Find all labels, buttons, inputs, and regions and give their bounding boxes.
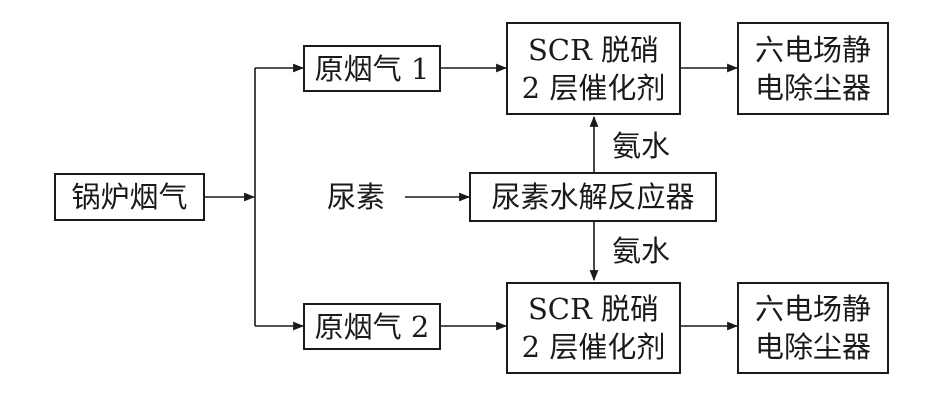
scr-top-box: SCR 脱硝 2 层催化剂	[506, 22, 681, 115]
urea-hydrolysis-reactor-label: 尿素水解反应器	[491, 180, 695, 214]
urea-label: 尿素	[327, 180, 386, 214]
boiler-flue-gas-label: 锅炉烟气	[71, 180, 188, 214]
scr-bottom-box: SCR 脱硝 2 层催化剂	[506, 282, 681, 374]
boiler-flue-gas-box: 锅炉烟气	[54, 173, 205, 221]
raw-flue-gas-1-box: 原烟气 1	[303, 45, 441, 92]
esp-top-line1: 六电场静	[754, 32, 871, 67]
scr-bottom-line1: SCR 脱硝	[527, 292, 660, 326]
esp-bottom-line1: 六电场静	[754, 292, 871, 326]
raw-flue-gas-1-label: 原烟气 1	[314, 51, 430, 86]
raw-flue-gas-2-box: 原烟气 2	[303, 303, 441, 350]
esp-bottom-box: 六电场静 电除尘器	[737, 282, 889, 374]
scr-top-line1: SCR 脱硝	[527, 32, 660, 67]
ammonia-water-bottom-label: 氨水	[612, 234, 671, 268]
ammonia-water-top-label: 氨水	[612, 129, 671, 163]
urea-hydrolysis-reactor-box: 尿素水解反应器	[469, 172, 717, 222]
esp-bottom-line2: 电除尘器	[754, 330, 871, 364]
scr-bottom-line2: 2 层催化剂	[521, 330, 666, 364]
raw-flue-gas-2-label: 原烟气 2	[314, 309, 430, 344]
esp-top-line2: 电除尘器	[754, 70, 871, 105]
scr-top-line2: 2 层催化剂	[521, 70, 666, 105]
esp-top-box: 六电场静 电除尘器	[737, 22, 889, 115]
